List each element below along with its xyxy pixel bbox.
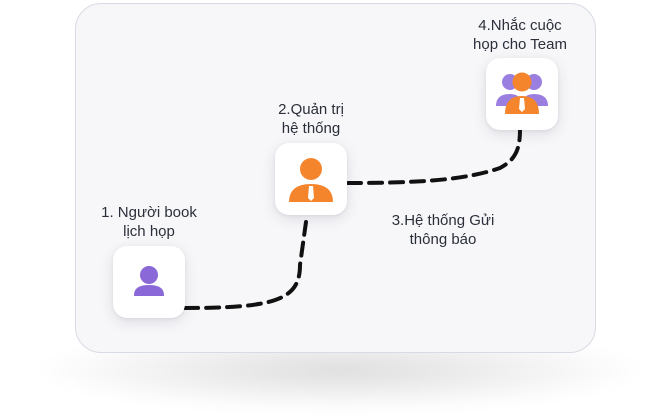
connector-admin-to-team	[346, 128, 522, 185]
admin-node	[275, 143, 347, 215]
team-label: 4.Nhắc cuộc họp cho Team	[473, 17, 567, 53]
connector-booker-to-admin	[183, 220, 308, 310]
user-tie-icon	[289, 158, 333, 202]
team-node	[486, 58, 558, 130]
booker-label: 1. Người book lịch họp	[101, 204, 197, 240]
booker-node	[113, 246, 185, 318]
admin-label: 2.Quản trị hệ thống	[278, 101, 344, 137]
single-user-icon	[134, 266, 164, 296]
team-icon	[496, 72, 548, 114]
notify-label: 3.Hệ thống Gửi thông báo	[391, 212, 495, 248]
